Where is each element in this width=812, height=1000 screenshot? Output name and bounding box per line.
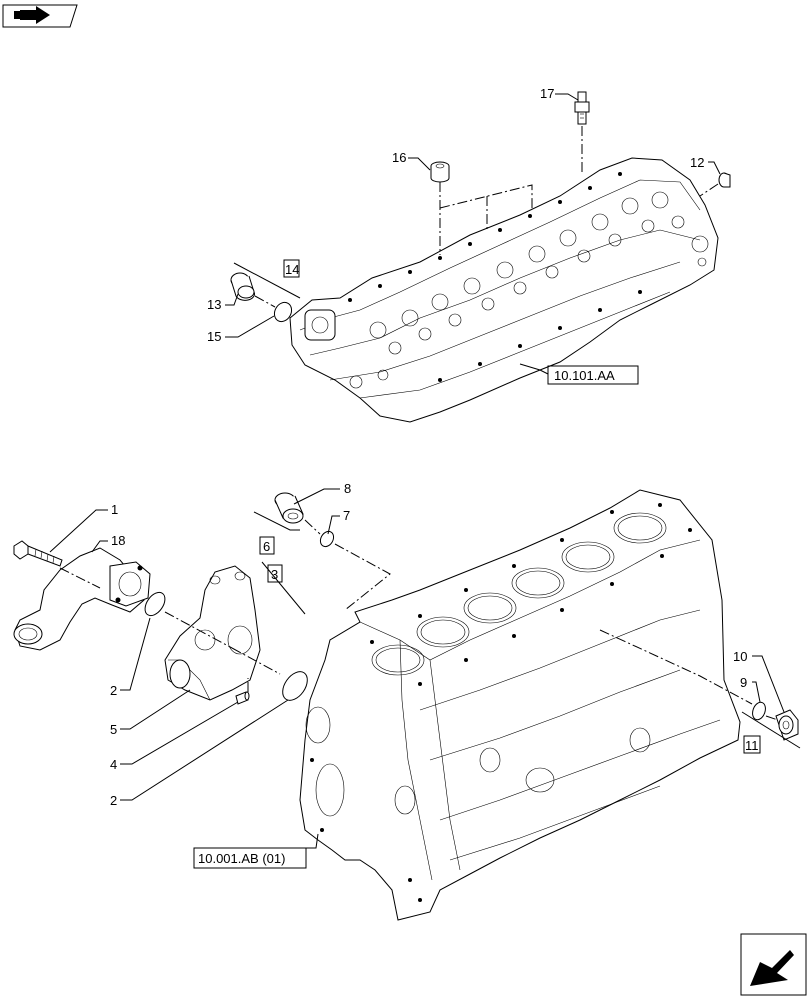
callout-13: 13 bbox=[207, 297, 221, 312]
callouts: 17 16 12 13 15 8 7 1 18 2 5 4 2 10 9 14 … bbox=[110, 86, 761, 808]
part-7-o-ring bbox=[319, 530, 335, 548]
ref-10-101-aa: 10.101.AA bbox=[554, 368, 615, 383]
part-5-thermostat-housing bbox=[164, 565, 261, 701]
callout-12: 12 bbox=[690, 155, 704, 170]
callout-2-upper: 2 bbox=[110, 683, 117, 698]
callout-15: 15 bbox=[207, 329, 221, 344]
callout-11: 11 bbox=[745, 738, 759, 753]
next-page-arrow-icon[interactable] bbox=[740, 933, 807, 996]
callout-7: 7 bbox=[343, 508, 350, 523]
callout-6: 6 bbox=[263, 539, 270, 554]
part-15-o-ring bbox=[273, 301, 293, 323]
book-arrow-icon[interactable] bbox=[2, 4, 78, 28]
callout-3: 3 bbox=[271, 567, 278, 582]
part-17-sensor bbox=[574, 91, 590, 125]
part-9-o-ring bbox=[752, 701, 766, 721]
callout-1: 1 bbox=[111, 502, 118, 517]
part-13-plug bbox=[230, 272, 255, 301]
part-12-plug bbox=[718, 172, 731, 188]
assembly-lines bbox=[59, 126, 779, 721]
callout-2-lower: 2 bbox=[110, 793, 117, 808]
ref-10-001-ab-01: 10.001.AB (01) bbox=[198, 851, 285, 866]
callout-9: 9 bbox=[740, 675, 747, 690]
callout-4: 4 bbox=[110, 757, 117, 772]
callout-10: 10 bbox=[733, 649, 747, 664]
part-2-o-ring-upper bbox=[144, 591, 166, 617]
callout-16: 16 bbox=[392, 150, 406, 165]
callout-18: 18 bbox=[111, 533, 125, 548]
part-2-o-ring-lower bbox=[282, 671, 308, 701]
callout-8: 8 bbox=[344, 481, 351, 496]
part-8-plug bbox=[274, 492, 304, 524]
part-1-bolt bbox=[13, 540, 63, 567]
part-4-dowel bbox=[235, 691, 250, 705]
cylinder-head bbox=[289, 157, 719, 423]
leader-lines bbox=[49, 93, 801, 849]
engine-block bbox=[299, 489, 741, 921]
part-10-plug bbox=[775, 709, 799, 741]
callout-5: 5 bbox=[110, 722, 117, 737]
callout-17: 17 bbox=[540, 86, 554, 101]
reference-boxes: 10.101.AA 10.001.AB (01) bbox=[193, 365, 639, 869]
part-16-plug bbox=[430, 161, 450, 183]
callout-14: 14 bbox=[285, 262, 299, 277]
part-18-water-outlet-elbow bbox=[13, 547, 151, 651]
